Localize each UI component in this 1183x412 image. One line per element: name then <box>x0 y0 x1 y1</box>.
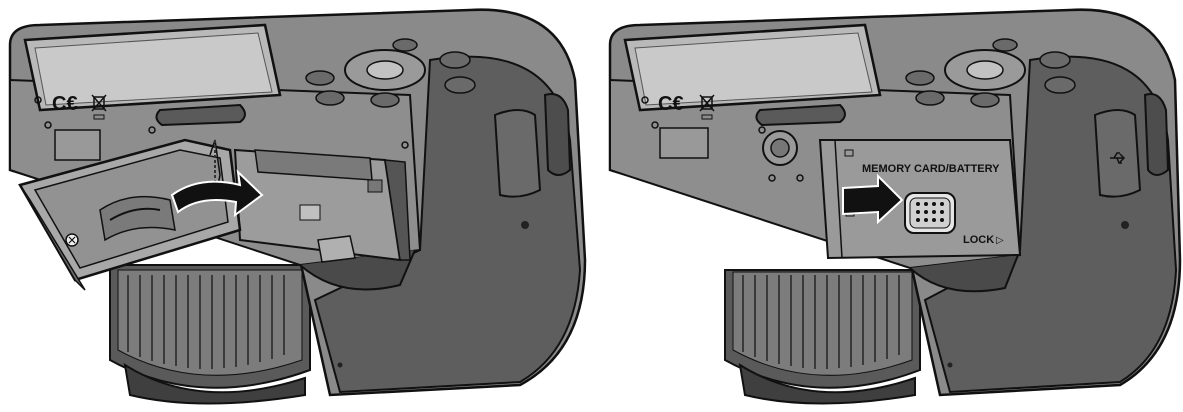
camera-open-door-view: C€ <box>0 0 590 412</box>
camera-top-controls <box>23 23 476 127</box>
lens-barrel <box>109 264 311 405</box>
bottom-markings: C€ <box>641 93 804 182</box>
tripod-socket <box>762 130 798 166</box>
ce-mark: C€ <box>658 93 684 115</box>
camera-closed-illustration: C€ MEMORY CARD/BATTERY LOCK <box>608 8 1182 405</box>
slide-arrow-icon <box>842 173 904 225</box>
weee-bin-icon <box>91 94 107 120</box>
lock-direction-glyph: ▷ <box>996 235 1004 246</box>
battery-compartment <box>233 148 411 263</box>
weee-bin-icon <box>699 94 715 120</box>
camera-open-illustration: C€ <box>8 8 587 405</box>
battery-door-open[interactable] <box>18 138 242 291</box>
bottom-markings: C€ <box>34 93 409 161</box>
ce-mark: C€ <box>52 93 78 115</box>
lock-label: LOCK <box>963 234 994 246</box>
camera-closed-door-view: C€ MEMORY CARD/BATTERY LOCK <box>600 0 1183 412</box>
door-label: MEMORY CARD/BATTERY <box>862 163 1000 175</box>
lens-barrel <box>724 269 921 405</box>
camera-top-controls <box>623 23 1076 127</box>
lock-slider[interactable] <box>904 192 956 234</box>
usb-icon <box>1110 152 1126 164</box>
rotate-arrow-icon <box>170 169 264 218</box>
